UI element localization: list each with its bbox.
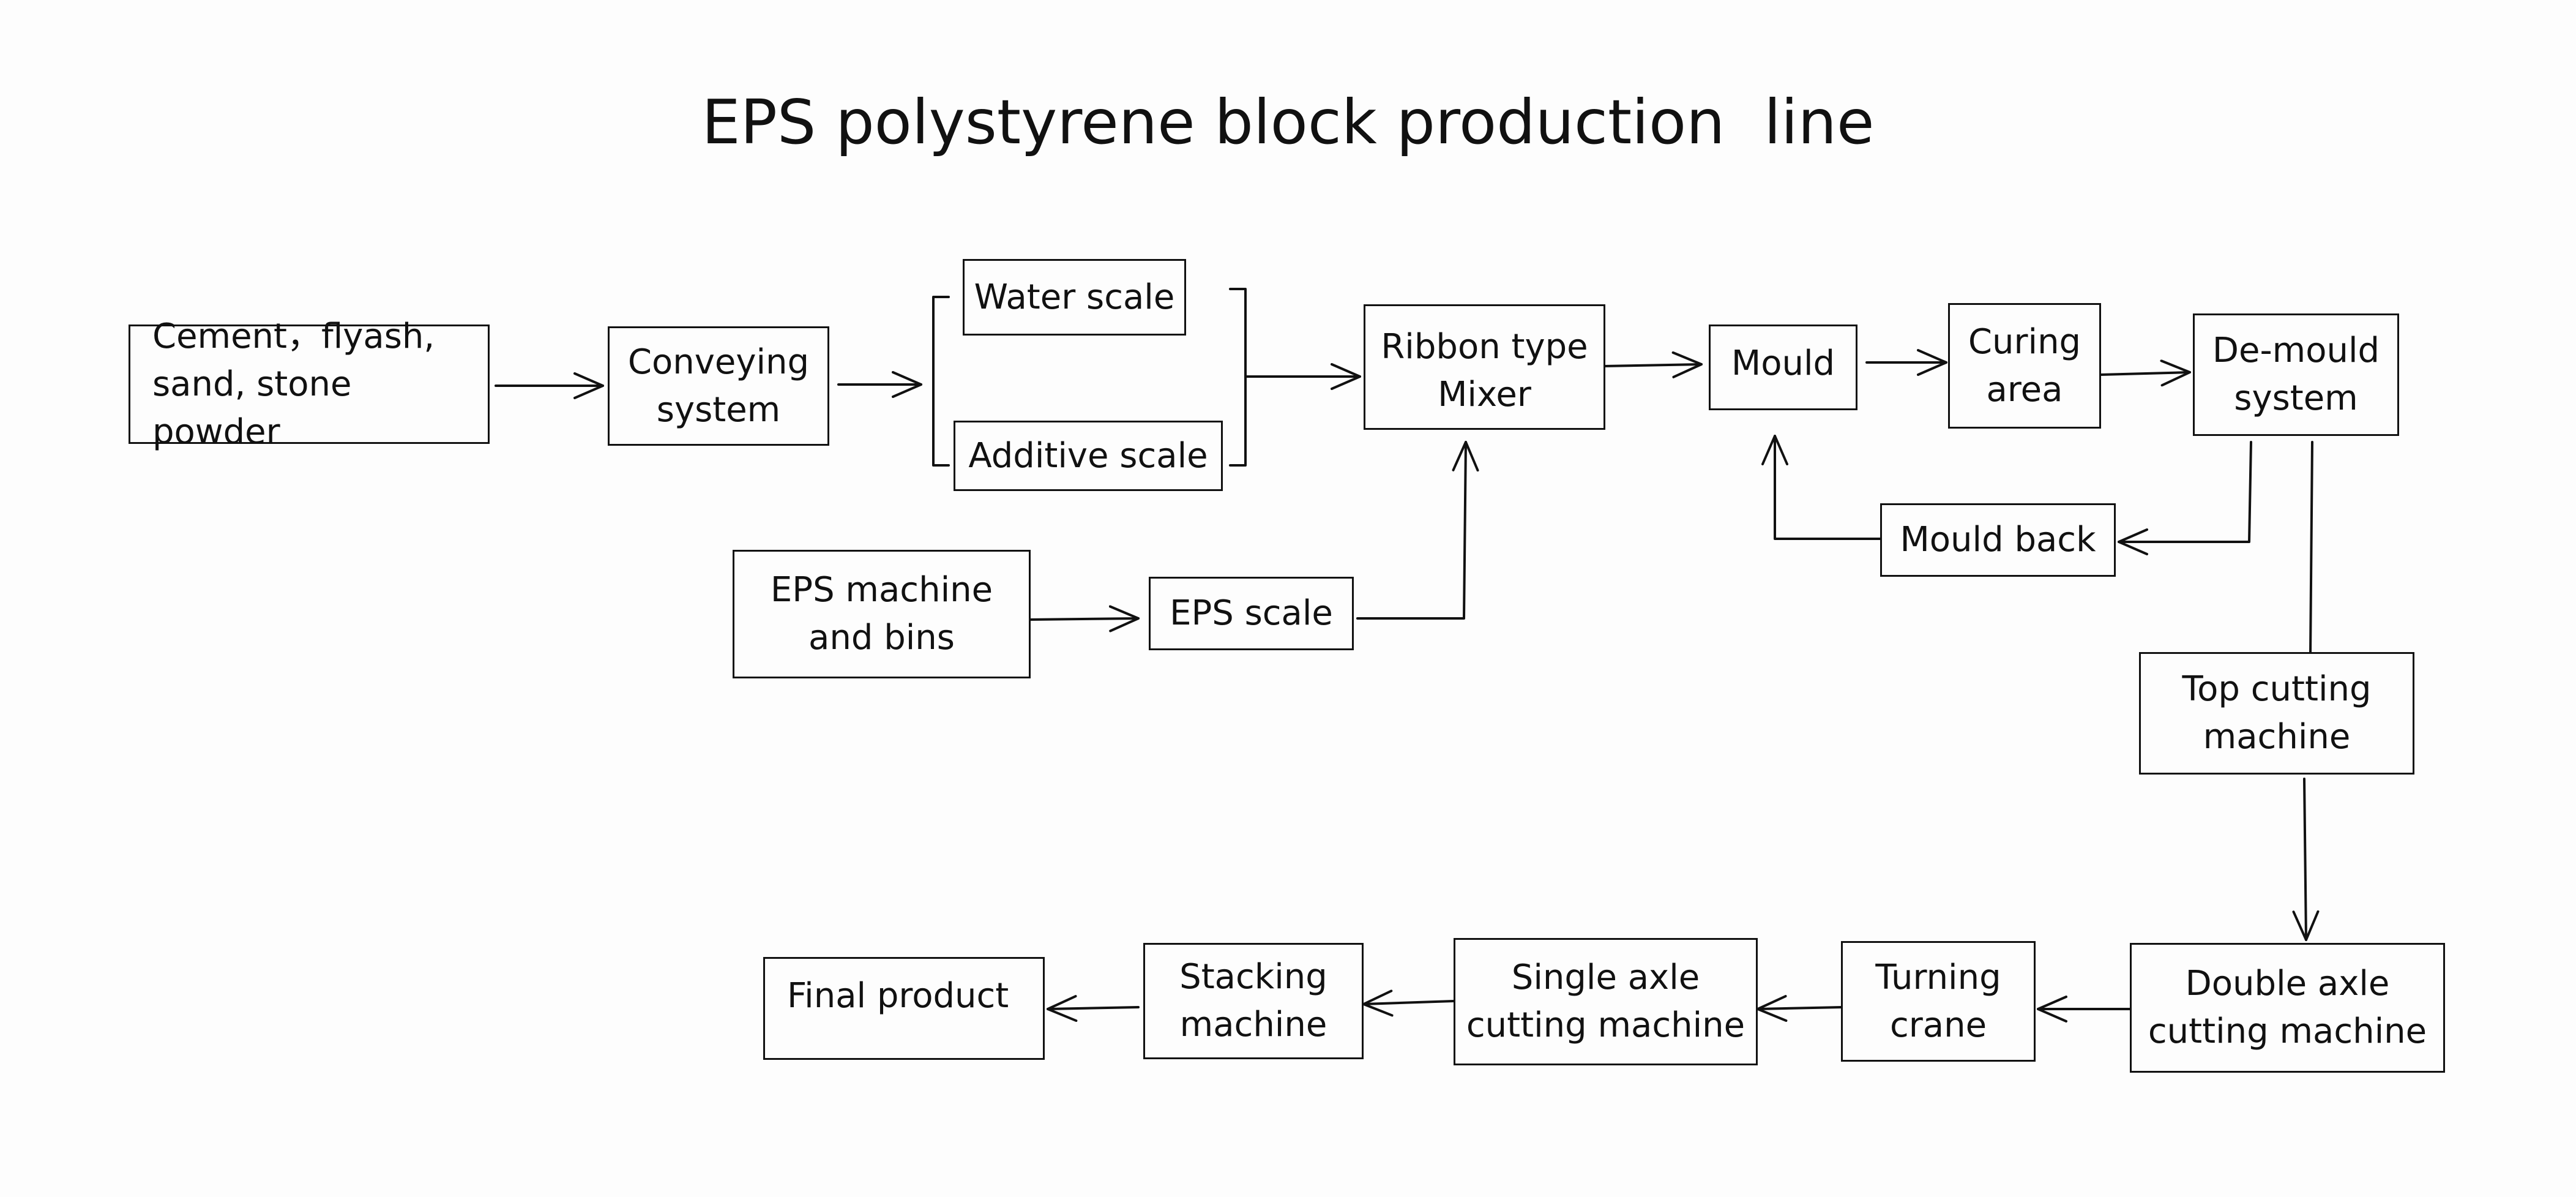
node-eps-scale: EPS scale: [1149, 577, 1354, 650]
node-ribbon-mixer: Ribbon type Mixer: [1364, 304, 1605, 430]
line-demould-to-top-cutting: [2309, 441, 2313, 655]
arrow-curing-to-demould: [2099, 359, 2191, 387]
node-demould-system: De-mould system: [2193, 313, 2399, 436]
bracket-right: [1229, 288, 1247, 467]
node-conveying-system: Conveying system: [608, 326, 829, 446]
node-mould-back: Mould back: [1880, 503, 2116, 577]
node-double-axle-cutting: Double axle cutting machine: [2130, 943, 2445, 1073]
node-mould: Mould: [1709, 325, 1857, 410]
arrow-turning-crane-to-single-axle: [1757, 995, 1843, 1022]
arrow-eps-machine-to-scale: [1027, 605, 1140, 632]
node-single-axle-cutting: Single axle cutting machine: [1454, 938, 1758, 1065]
diagram-title: EPS polystyrene block production line: [701, 86, 1875, 158]
node-turning-crane: Turning crane: [1841, 941, 2036, 1062]
node-final-product: Final product: [763, 957, 1045, 1060]
node-eps-machine: EPS machine and bins: [733, 550, 1031, 678]
arrow-demould-to-mould-back: [2118, 441, 2252, 555]
node-water-scale: Water scale: [963, 259, 1186, 336]
arrow-mould-back-to-mould: [1761, 435, 1881, 540]
node-stacking-machine: Stacking machine: [1143, 943, 1364, 1059]
arrow-stacking-to-final-product: [1047, 995, 1140, 1023]
node-raw-materials: Cement，flyash, sand, stone powder: [129, 317, 490, 452]
arrow-top-cutting-to-double-axle: [2292, 778, 2320, 941]
node-top-cutting-machine: Top cutting machine: [2139, 652, 2414, 775]
arrow-single-axle-to-stacking: [1362, 989, 1455, 1017]
arrow-mixer-to-mould: [1602, 351, 1703, 378]
bracket-left: [932, 296, 950, 467]
node-curing-area: Curing area: [1948, 303, 2101, 429]
arrow-eps-scale-to-mixer: [1356, 441, 1479, 620]
node-additive-scale: Additive scale: [954, 421, 1223, 491]
